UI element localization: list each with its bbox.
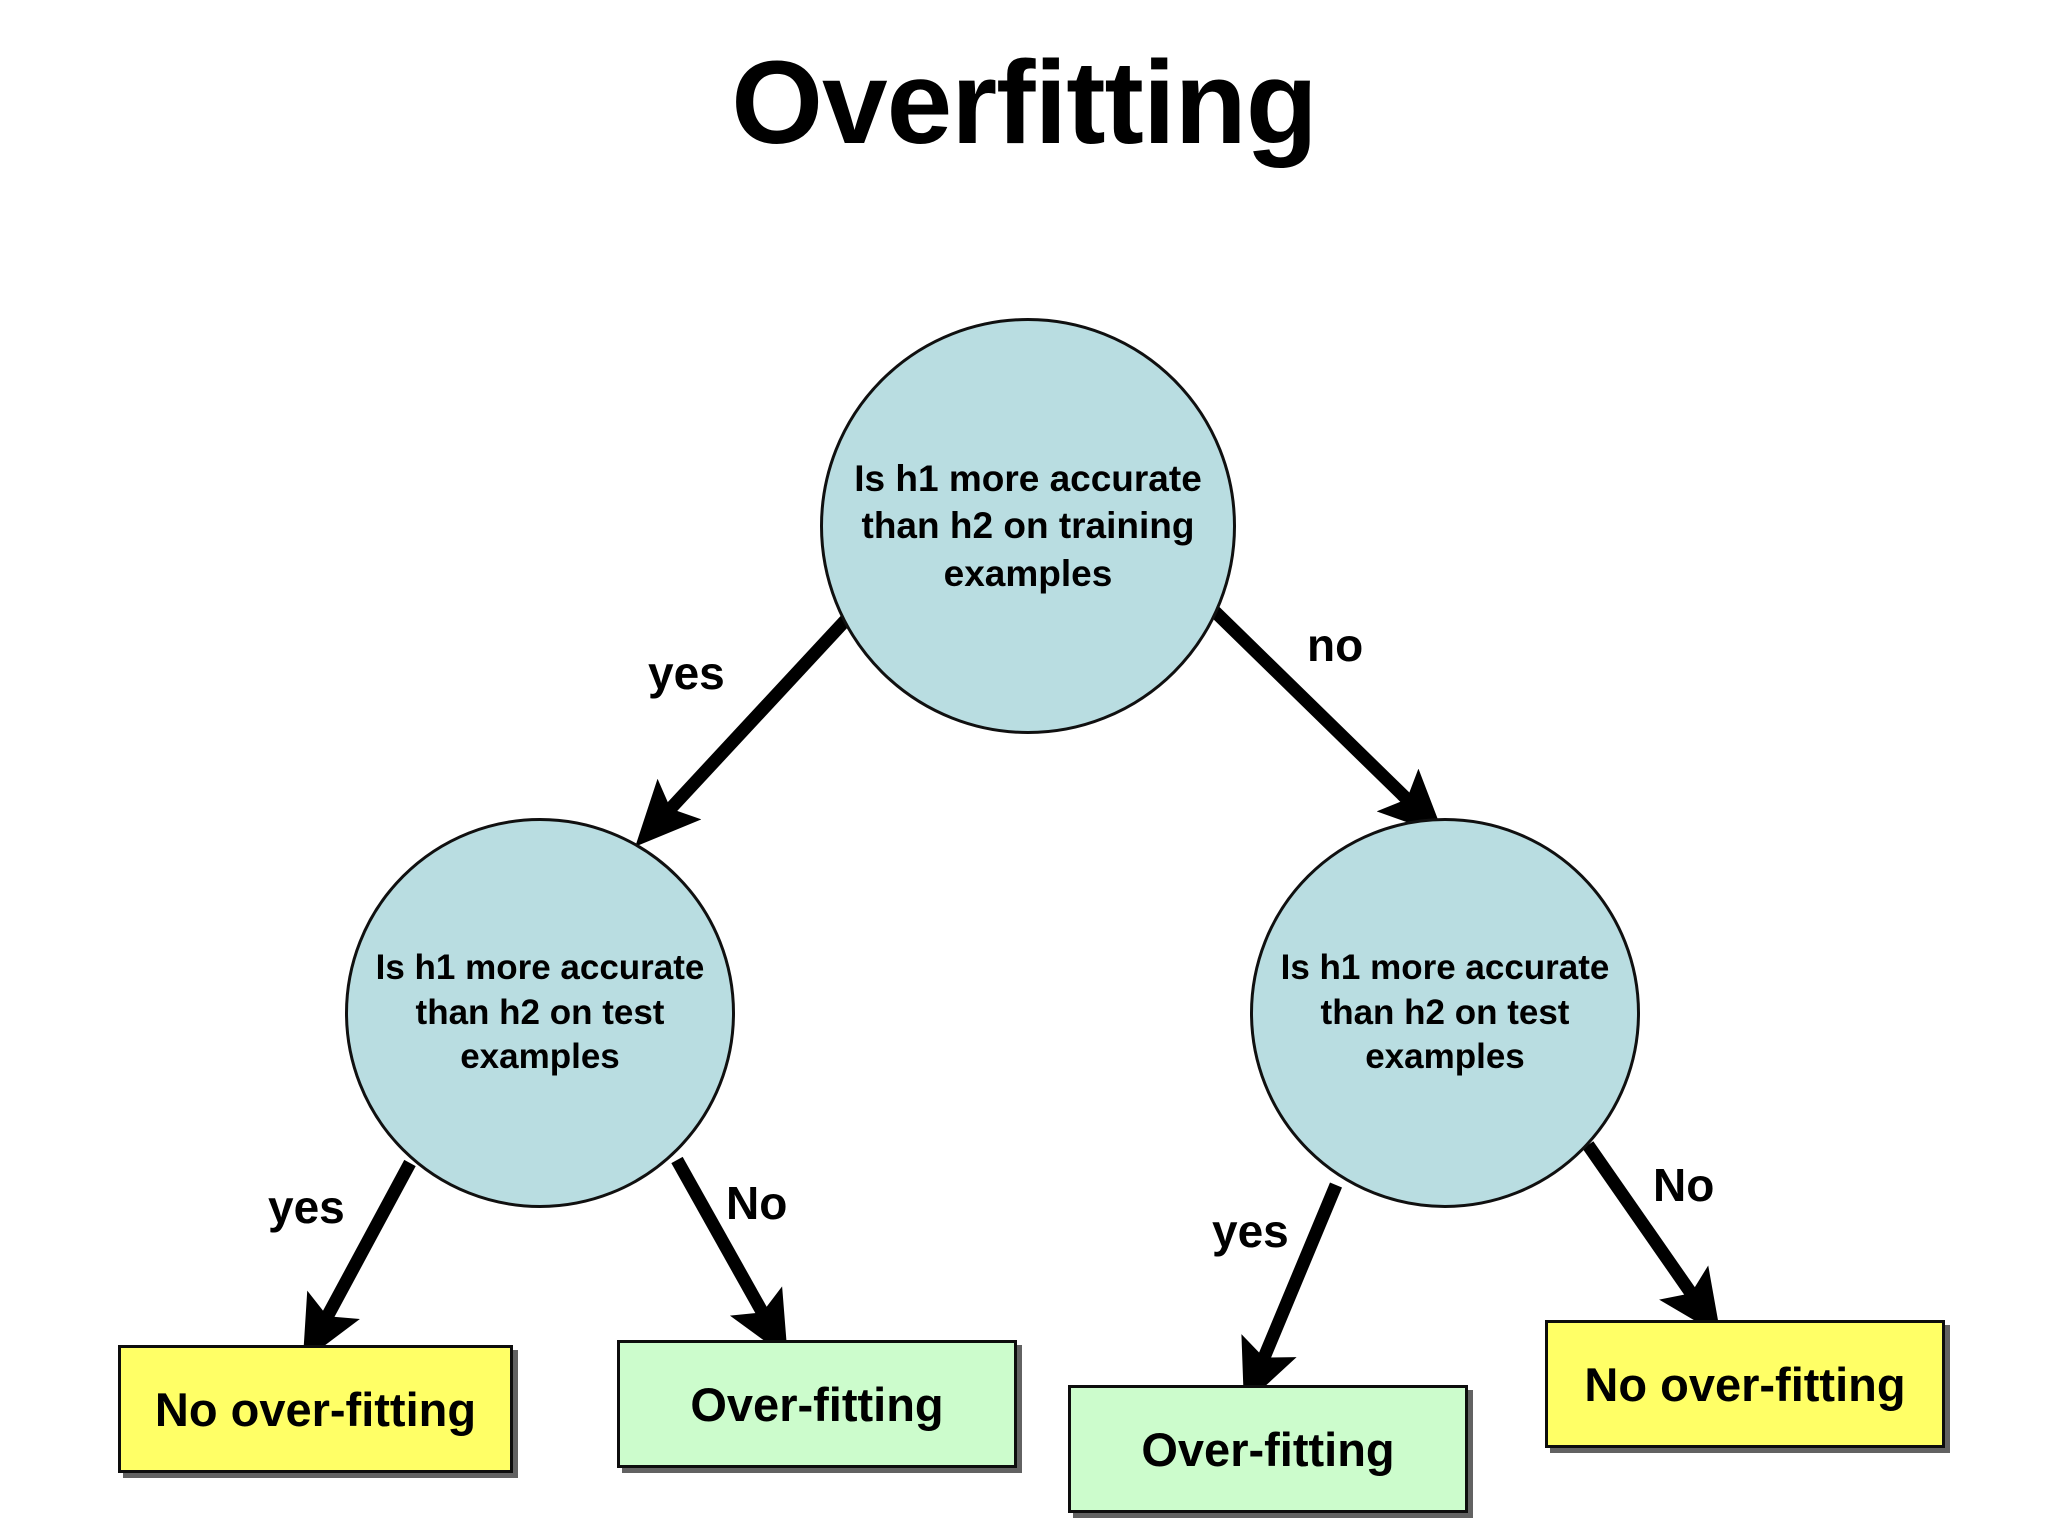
outcome-box-label: No over-fitting: [154, 1382, 477, 1436]
outcome-box-label: No over-fitting: [1584, 1357, 1906, 1411]
decision-node-left-label: Is h1 more accurate than h2 on test exam…: [375, 947, 705, 1077]
edge-label-root-no: no: [1307, 619, 1364, 671]
decision-node-right-label: Is h1 more accurate than h2 on test exam…: [1280, 947, 1610, 1077]
edge-label-root-yes: yes: [648, 647, 725, 699]
edge-label-left-yes: yes: [268, 1181, 345, 1233]
outcome-box-no-overfitting-left[interactable]: No over-fitting: [118, 1345, 513, 1473]
outcome-box-overfitting-right[interactable]: Over-fitting: [1068, 1385, 1468, 1513]
outcome-box-label: Over-fitting: [690, 1377, 944, 1431]
decision-node-root-label: Is h1 more accurate than h2 on training …: [854, 457, 1202, 594]
outcome-box-overfitting-left[interactable]: Over-fitting: [617, 1340, 1017, 1468]
decision-node-left[interactable]: Is h1 more accurate than h2 on test exam…: [345, 818, 735, 1208]
outcome-box-label: Over-fitting: [1141, 1422, 1395, 1476]
edge-label-right-yes: yes: [1212, 1205, 1289, 1257]
edge-root-to-left: [635, 605, 860, 847]
decision-node-root[interactable]: Is h1 more accurate than h2 on training …: [820, 318, 1236, 734]
edge-label-left-no: No: [726, 1177, 788, 1229]
decision-node-right[interactable]: Is h1 more accurate than h2 on test exam…: [1250, 818, 1640, 1208]
outcome-box-no-overfitting-right[interactable]: No over-fitting: [1545, 1320, 1945, 1448]
edge-label-right-no: No: [1653, 1159, 1715, 1211]
page-title: Overfitting: [731, 37, 1318, 169]
